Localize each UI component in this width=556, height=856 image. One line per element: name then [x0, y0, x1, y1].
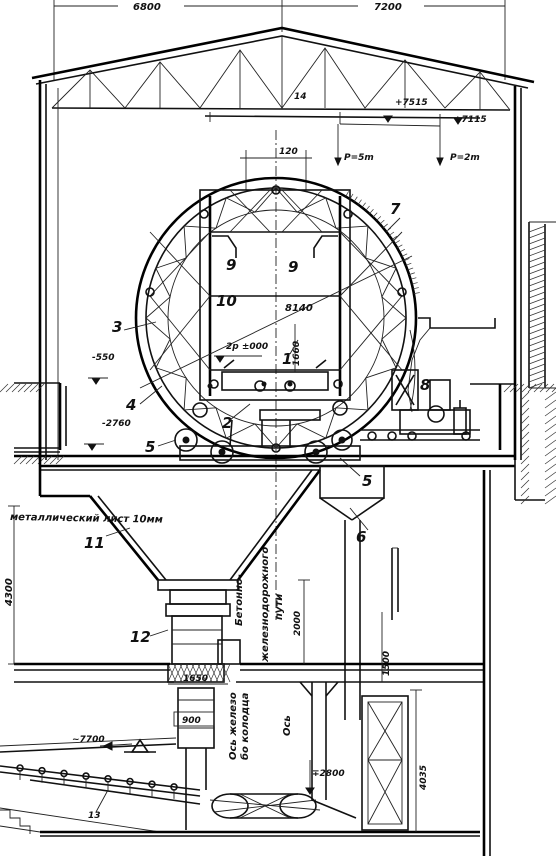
- drum-rollers: [174, 400, 361, 464]
- height-1660: 1660: [292, 341, 302, 366]
- elevation-zero: 2p ±000: [226, 342, 268, 352]
- width-900: 900: [182, 716, 201, 726]
- rail-axis-label-1: железнодорожного: [260, 547, 271, 663]
- height-2000: 2000: [293, 611, 303, 636]
- callout-9-left: 9: [226, 256, 236, 274]
- center-axis: [240, 130, 312, 620]
- elevation-2800: ∓2800: [312, 769, 345, 779]
- callout-4: 4: [125, 396, 136, 414]
- callout-1: 1: [282, 350, 292, 368]
- callout-11: 11: [84, 534, 105, 552]
- roof-truss: [31, 26, 535, 127]
- width-1650: 1650: [183, 674, 208, 684]
- leader-lines: [95, 217, 401, 813]
- dimension-900: [173, 711, 215, 727]
- elevation-7115: +7115: [454, 115, 487, 125]
- metal-sheet-label: металлический лист 10мм: [10, 512, 163, 526]
- height-4300: 4300: [4, 578, 15, 607]
- callout-5-right: 5: [362, 472, 372, 490]
- callout-3: 3: [112, 318, 122, 336]
- offset-120: 120: [279, 147, 298, 157]
- rotary-drum: [134, 176, 418, 460]
- load-2t: P=2m: [450, 153, 480, 163]
- callout-13: 13: [88, 811, 101, 821]
- support-tower: [361, 689, 422, 832]
- rail-axis-label-2: пути: [274, 594, 285, 620]
- elevation-7515: +7515: [395, 98, 428, 108]
- crane-hooks: [334, 124, 444, 167]
- elevation-7700: ~7700: [72, 735, 105, 745]
- top-dimension-line: [53, 0, 506, 80]
- dimension-2000: [298, 579, 310, 664]
- load-5t: P=5m: [344, 153, 374, 163]
- callout-5-left: 5: [145, 438, 155, 456]
- well-axis-label-2: бо колодца: [239, 692, 251, 760]
- floor-and-pit: [14, 377, 545, 501]
- callout-7: 7: [390, 200, 401, 218]
- conveyor-13: [0, 737, 480, 837]
- ground-hatching: [0, 383, 556, 505]
- callout-6: 6: [356, 528, 366, 546]
- span-right-dimension: 7200: [374, 2, 402, 13]
- elevation-550: -550: [92, 353, 115, 363]
- drum-diameter: 8140: [285, 303, 313, 314]
- diameter-line: [139, 255, 413, 389]
- elevation-2760: -2760: [102, 419, 131, 429]
- callout-2: 2: [222, 414, 232, 432]
- height-4035: 4035: [419, 765, 429, 791]
- lower-floor: [14, 470, 491, 856]
- callout-8: 8: [420, 376, 430, 394]
- concrete-label: Бетонно-: [234, 574, 245, 626]
- axis-label: Ось: [282, 715, 293, 736]
- right-wall-hatch: [528, 225, 546, 389]
- callout-9-right: 9: [288, 258, 298, 276]
- well-axis-label-1: Ось железо: [228, 692, 239, 760]
- elevation-zero-mark: [214, 324, 296, 372]
- height-1500: 1500: [382, 651, 392, 676]
- dimension-4300: [8, 505, 20, 665]
- callout-14: 14: [294, 92, 307, 102]
- callout-10: 10: [216, 292, 237, 310]
- callout-12: 12: [130, 628, 151, 646]
- span-left-dimension: 6800: [133, 2, 161, 13]
- right-equipment: [345, 191, 496, 441]
